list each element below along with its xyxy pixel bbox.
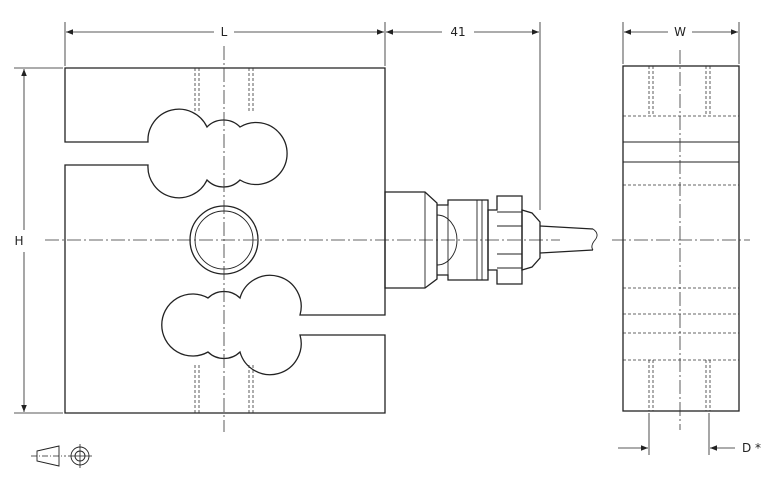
- first-angle-projection-icon: [31, 444, 92, 468]
- dimension-label-length: L: [221, 25, 228, 39]
- dimension-height: H: [14, 67, 63, 414]
- side-view: [612, 50, 750, 430]
- dimension-label-cable-offset: 41: [450, 25, 465, 39]
- dimension-thread-diameter: D *: [618, 413, 761, 455]
- dimension-label-height: H: [14, 234, 23, 248]
- cable-gland: [384, 191, 541, 289]
- front-view: [45, 46, 598, 432]
- top-mounting-threads: [194, 68, 254, 112]
- dimension-length: L: [64, 22, 386, 66]
- dimension-label-width: W: [674, 25, 686, 39]
- cable: [539, 225, 598, 254]
- s-beam-body: [64, 67, 386, 414]
- bottom-mounting-threads: [194, 365, 254, 413]
- dimension-label-thread-diameter: D *: [742, 441, 761, 455]
- dimension-width: W: [622, 22, 740, 64]
- side-view-outline: [622, 65, 740, 412]
- dimension-cable-offset: 41: [386, 22, 541, 210]
